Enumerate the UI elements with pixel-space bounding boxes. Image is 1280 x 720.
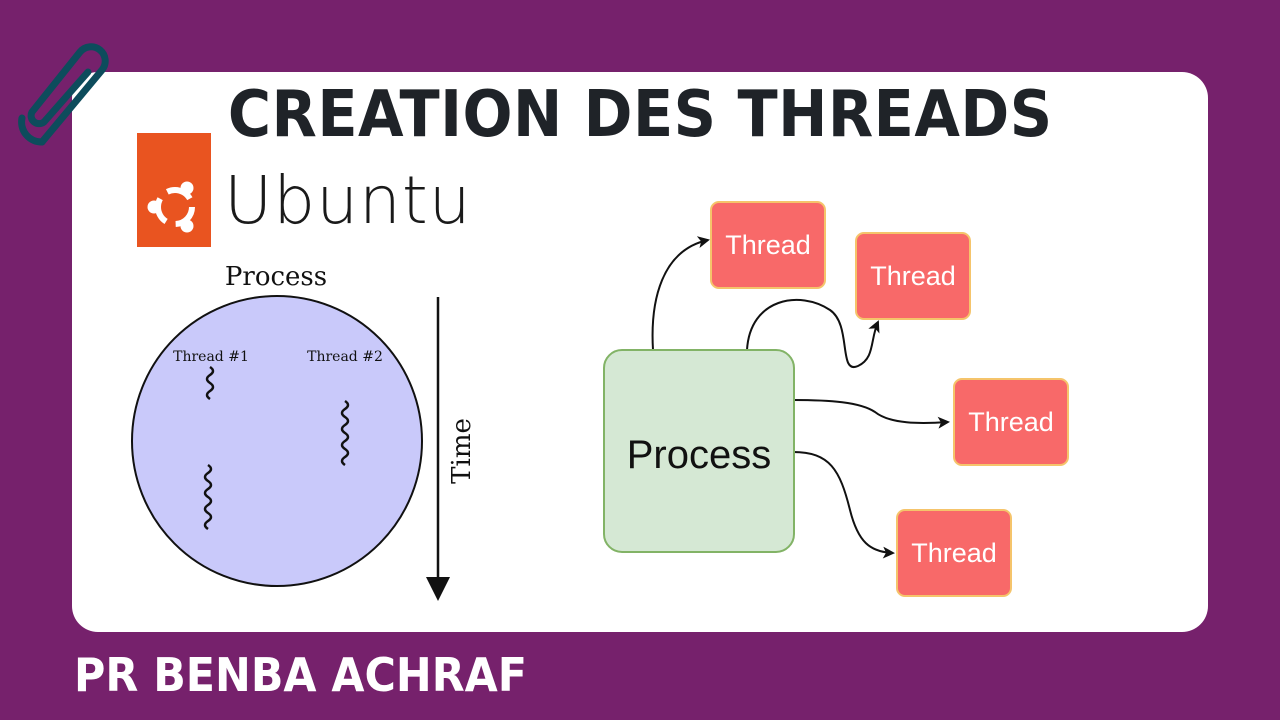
thread-box-1: Thread	[710, 201, 826, 289]
process-box	[603, 349, 795, 553]
arrow-to-thread-1	[651, 236, 710, 351]
process-circle	[131, 295, 423, 587]
svg-text:Thread: Thread	[911, 538, 997, 568]
process-threads-timeline-diagram: Process Thread #1 Thread #2 Time	[131, 262, 477, 601]
thread-box-3: Thread	[953, 378, 1069, 466]
thread-box-2: Thread	[855, 232, 971, 320]
ubuntu-wordmark: Ubuntu	[224, 162, 472, 239]
arrow-to-thread-4	[792, 451, 895, 559]
svg-text:Thread: Thread	[968, 407, 1054, 437]
process-box-label: Process	[627, 433, 772, 477]
thread-2-squiggle	[340, 399, 350, 467]
time-label: Time	[447, 418, 477, 484]
thread-2-label: Thread #2	[307, 349, 383, 365]
author-name: PR BENBA ACHRAF	[74, 648, 528, 702]
ubuntu-logo	[137, 133, 211, 247]
page-title: CREATION DES THREADS	[227, 78, 1053, 152]
thread-1-squiggle-top	[205, 365, 215, 401]
thread-1-label: Thread #1	[173, 349, 249, 365]
thread-box-4: Thread	[896, 509, 1012, 597]
process-label: Process	[225, 262, 327, 292]
thread-1-squiggle-bottom	[203, 463, 213, 531]
svg-text:Thread: Thread	[725, 230, 811, 260]
paperclip-icon	[18, 43, 109, 146]
ubuntu-circle-of-friends-icon	[147, 181, 195, 233]
process-spawns-threads-diagram: Process Thread Thread Thread Thread	[603, 201, 1069, 597]
arrow-to-thread-2	[746, 298, 880, 369]
arrow-to-thread-3	[792, 399, 950, 429]
svg-text:Thread: Thread	[870, 261, 956, 291]
time-axis-arrowhead	[426, 577, 450, 601]
